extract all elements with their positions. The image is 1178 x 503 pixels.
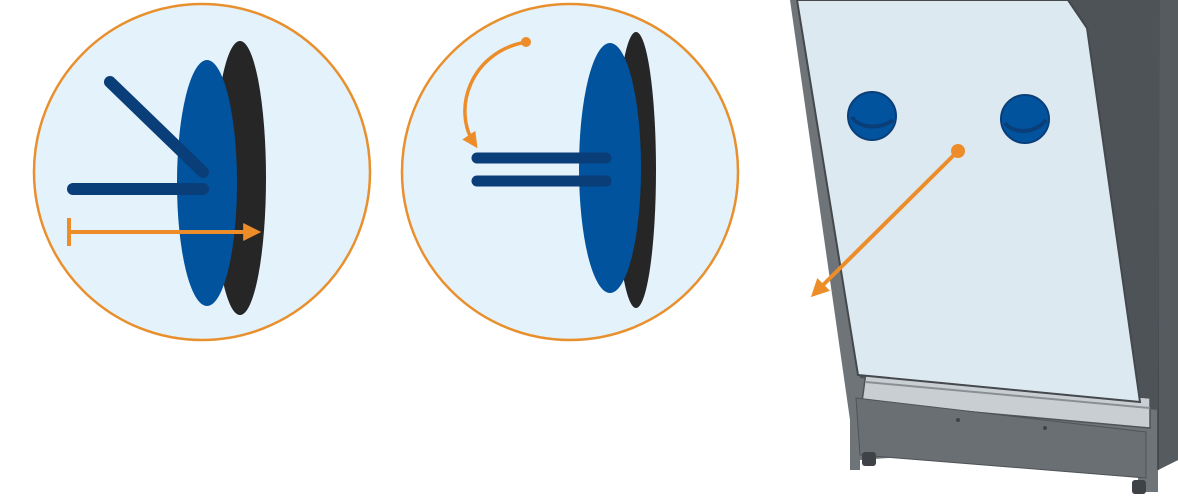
insert-gloves-step [32, 2, 372, 342]
lower-sash-step [790, 0, 1178, 494]
tray-rail [865, 381, 1151, 409]
glove-port-icon [579, 43, 641, 293]
rotate-arrow-icon [462, 40, 527, 149]
right-glove-port-icon [1000, 94, 1050, 144]
pull-gloves-out-step [400, 2, 740, 342]
cabinet-foot [862, 452, 876, 466]
sash-bevel [1067, 0, 1088, 29]
cabinet-foot [1132, 480, 1146, 494]
base-screw [1043, 426, 1047, 430]
cabinet-base [855, 397, 1147, 479]
step-circle [400, 2, 740, 342]
base-screw [956, 418, 960, 422]
arm-angled-icon [104, 76, 209, 178]
cabinet-side-panel [1158, 0, 1178, 470]
sash-direction-arrow-icon [810, 149, 960, 298]
left-glove-port-icon [847, 91, 897, 141]
glove-port-icon [177, 60, 237, 306]
